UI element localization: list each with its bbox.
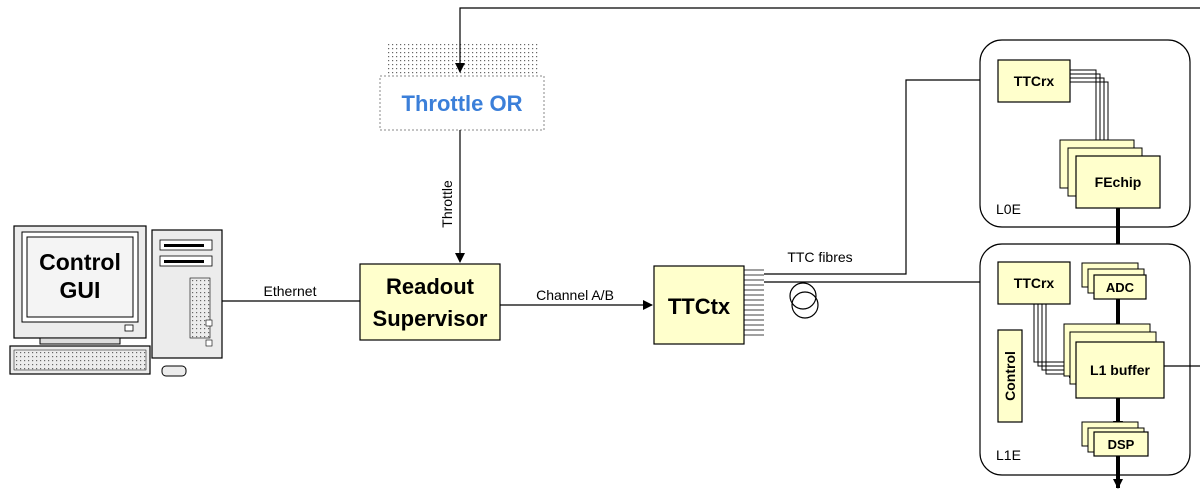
dsp-label: DSP [1108,437,1135,452]
ethernet-label: Ethernet [264,283,317,299]
control-gui-label-1: Control [39,249,121,275]
ttctx-label: TTCtx [668,294,731,319]
fibre-coil-2 [792,292,818,318]
control-label: Control [1002,351,1018,401]
fechip-label: FEchip [1095,174,1142,190]
fibre-coil-1 [790,283,816,309]
l0e-ttcrx-label: TTCrx [1014,73,1055,89]
control-gui-label-2: GUI [60,277,101,303]
fibre-comb [744,270,764,335]
throttle-or-label: Throttle OR [402,91,523,116]
throttle-line-label: Throttle [439,180,455,228]
throttle-or-shading [386,44,540,76]
l1e-label: L1E [996,447,1021,463]
readout-supervisor-label-1: Readout [386,274,475,299]
adc-label: ADC [1106,280,1135,295]
l0e-label: L0E [996,201,1021,217]
l1-buffer-label: L1 buffer [1090,362,1150,378]
computer-icon: Control GUI [10,226,222,376]
l1e-ttcrx-label: TTCrx [1014,275,1055,291]
channel-label: Channel A/B [536,287,614,303]
fibre-to-l0e [764,80,996,274]
ttc-fibres-label: TTC fibres [787,249,852,265]
readout-supervisor-label-2: Supervisor [373,306,488,331]
